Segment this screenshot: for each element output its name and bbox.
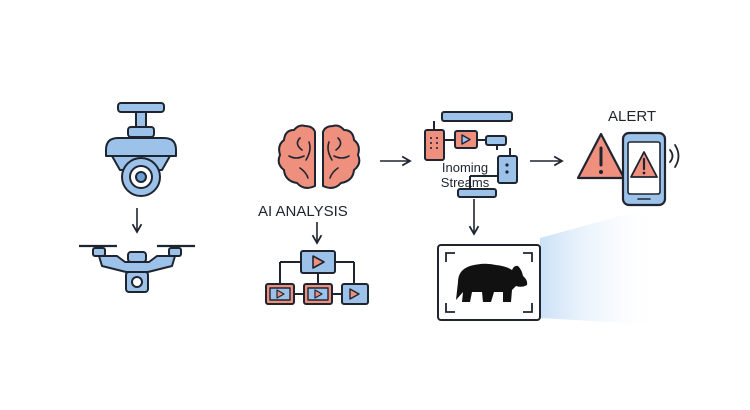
incoming-streams-label: Inoming Streams bbox=[440, 160, 490, 190]
video-network-icon bbox=[265, 250, 369, 305]
phone-alert-icon bbox=[621, 131, 680, 207]
brain-icon bbox=[277, 124, 361, 189]
detection-beam bbox=[540, 205, 660, 325]
ai-analysis-label: AI ANALYSIS bbox=[258, 203, 348, 220]
bear-detection-icon bbox=[437, 244, 541, 321]
alert-label: ALERT bbox=[608, 108, 657, 125]
warning-triangle-icon bbox=[576, 132, 626, 180]
drone-icon bbox=[79, 244, 195, 293]
stream-pipeline-icon bbox=[424, 111, 518, 198]
security-camera-icon bbox=[105, 102, 177, 197]
